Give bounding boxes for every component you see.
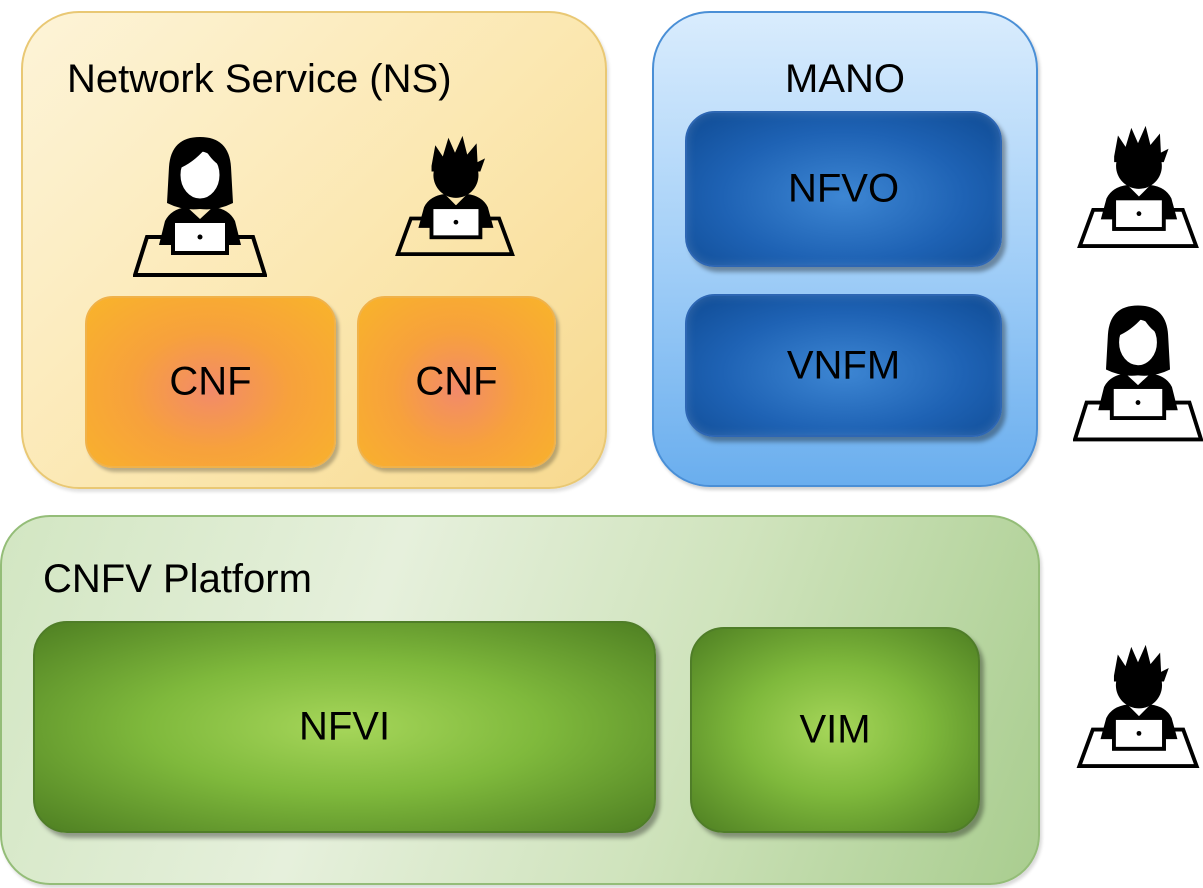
person-man-laptop-icon <box>394 125 516 265</box>
cnf-block-2: CNF <box>357 296 556 468</box>
nfvo-label: NFVO <box>787 166 900 211</box>
cnf-label-2: CNF <box>415 359 498 404</box>
vim-label: VIM <box>799 707 871 752</box>
vim-block: VIM <box>690 627 980 833</box>
cnf-block-1: CNF <box>85 296 336 468</box>
cnf-label-1: CNF <box>169 359 252 404</box>
person-man-laptop-icon <box>1077 643 1199 768</box>
person-woman-laptop-icon <box>133 133 267 277</box>
nfvi-label: NFVI <box>298 704 391 749</box>
mano-title: MANO <box>785 57 905 101</box>
cnfv-platform-title: CNFV Platform <box>43 557 312 601</box>
nfvi-block: NFVI <box>33 621 656 833</box>
vnfm-label: VNFM <box>786 343 901 387</box>
person-woman-laptop-icon <box>1073 300 1203 443</box>
nfvo-block: NFVO <box>685 111 1002 267</box>
vnfm-block: VNFM <box>685 294 1002 437</box>
person-man-laptop-icon <box>1077 124 1199 248</box>
network-service-title: Network Service (NS) <box>67 57 452 101</box>
